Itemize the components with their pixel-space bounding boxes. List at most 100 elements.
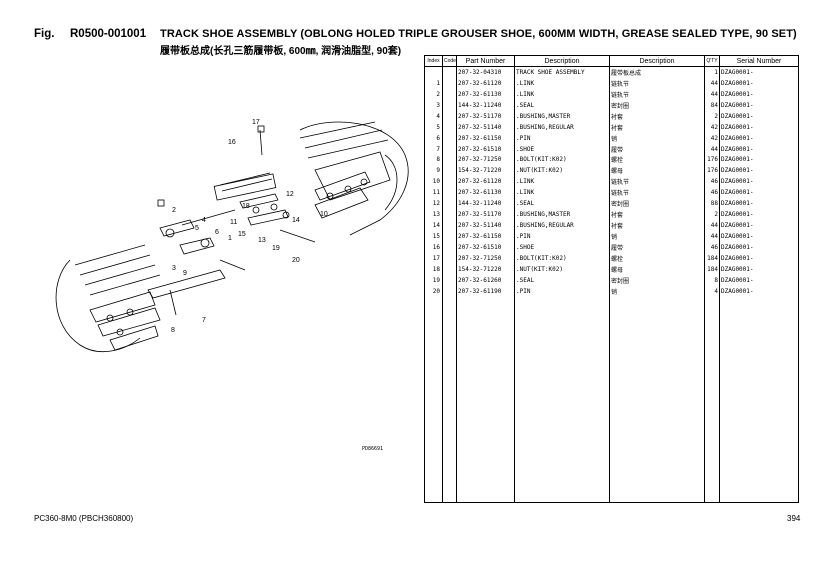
cell-part: 207-32-61120: [456, 176, 515, 188]
track-loop-lower-outline: [55, 259, 141, 353]
cell-serial: DZAG0001-: [719, 143, 799, 155]
cell-index: 6: [424, 132, 443, 144]
cell-desc_en: .SHOE: [514, 242, 610, 253]
callout-2: 2: [172, 207, 176, 214]
cell-code: [442, 220, 457, 232]
cell-code: [442, 154, 457, 166]
shoe-plate-lower: [147, 269, 226, 299]
cell-desc_en: TRACK SHOE ASSEMBLY: [514, 66, 610, 78]
cell-serial: DZAG0001-: [719, 110, 799, 122]
table-header-row: Index Code Part Number Description Descr…: [424, 55, 799, 67]
cell-desc_cn: 密封圈: [609, 198, 705, 210]
cell-code: [442, 121, 457, 133]
cell-serial: DZAG0001-: [719, 274, 799, 286]
track-shoes-upper: [299, 121, 389, 159]
cell-index: 5: [424, 121, 443, 133]
cell-code: [442, 66, 457, 78]
cell-index: 14: [424, 220, 443, 232]
cell-desc_en: .LINK: [514, 77, 610, 89]
track-shoe-upper-plate: [314, 151, 391, 201]
cell-qty: 44: [704, 231, 720, 242]
callout-11: 11: [230, 219, 237, 226]
pin-part: [181, 209, 236, 226]
cell-desc_en: .NUT(KIT:K02): [514, 165, 610, 177]
cell-part: 144-32-11240: [456, 99, 515, 111]
callout-13: 13: [258, 237, 266, 244]
link-lower: [89, 291, 156, 323]
cell-index: 17: [424, 252, 443, 264]
empty-cell: [442, 296, 457, 503]
cell-code: [442, 77, 457, 89]
col-qty: Q'TY: [704, 55, 720, 67]
link-lower-2: [97, 307, 161, 337]
cell-desc_cn: 衬套: [609, 110, 705, 122]
link-upper: [314, 171, 371, 201]
cell-qty: 84: [704, 99, 720, 111]
cell-index: 1: [424, 77, 443, 89]
cell-qty: 1: [704, 66, 720, 78]
cell-desc_en: .PIN: [514, 231, 610, 242]
empty-cell: [456, 296, 515, 503]
cell-desc_cn: 履带板总成: [609, 66, 705, 78]
cell-qty: 46: [704, 176, 720, 188]
cell-desc_en: .BOLT(KIT:K02): [514, 154, 610, 166]
cell-code: [442, 263, 457, 275]
cell-code: [442, 176, 457, 188]
cell-desc_cn: 销: [609, 285, 705, 297]
cell-desc_cn: 链轨节: [609, 88, 705, 100]
link-part-10: [239, 193, 279, 209]
bolt-part-8: [169, 289, 177, 316]
empty-cell: [424, 296, 443, 503]
link-upper-lower: [314, 187, 369, 219]
cell-desc_en: .BOLT(KIT:K02): [514, 252, 610, 264]
cell-serial: DZAG0001-: [719, 252, 799, 264]
cell-desc_cn: 螺母: [609, 263, 705, 275]
callout-5: 5: [195, 225, 199, 232]
cell-part: 207-32-71250: [456, 154, 515, 166]
cell-code: [442, 143, 457, 155]
cell-index: 4: [424, 110, 443, 122]
cell-index: 15: [424, 231, 443, 242]
pin-part-15: [219, 259, 246, 271]
cell-serial: DZAG0001-: [719, 285, 799, 297]
empty-cell: [719, 296, 799, 503]
cell-desc_en: .SEAL: [514, 99, 610, 111]
cell-qty: 184: [704, 252, 720, 264]
cell-code: [442, 88, 457, 100]
track-shoes-lower: [74, 244, 161, 296]
cell-code: [442, 231, 457, 242]
cell-qty: 46: [704, 242, 720, 253]
cell-part: 144-32-11240: [456, 198, 515, 210]
cell-serial: DZAG0001-: [719, 121, 799, 133]
callout-20: 20: [292, 257, 300, 264]
cell-desc_en: .SHOE: [514, 143, 610, 155]
callout-12: 12: [286, 191, 294, 198]
cell-index: 19: [424, 274, 443, 286]
page-title: TRACK SHOE ASSEMBLY (OBLONG HOLED TRIPLE…: [160, 28, 797, 40]
cell-serial: DZAG0001-: [719, 165, 799, 177]
link-lower-3: [109, 325, 159, 351]
cell-qty: 88: [704, 198, 720, 210]
callout-14: 14: [292, 217, 300, 224]
cell-desc_cn: 履带: [609, 242, 705, 253]
callout-10: 10: [320, 211, 328, 218]
cell-qty: 4: [704, 285, 720, 297]
cell-desc_cn: 履带: [609, 143, 705, 155]
cell-desc_cn: 螺母: [609, 165, 705, 177]
callout-1: 1: [228, 235, 232, 242]
cell-desc_en: .PIN: [514, 132, 610, 144]
cell-serial: DZAG0001-: [719, 88, 799, 100]
cell-qty: 42: [704, 132, 720, 144]
cell-part: 207-32-61150: [456, 132, 515, 144]
cell-index: 11: [424, 187, 443, 199]
